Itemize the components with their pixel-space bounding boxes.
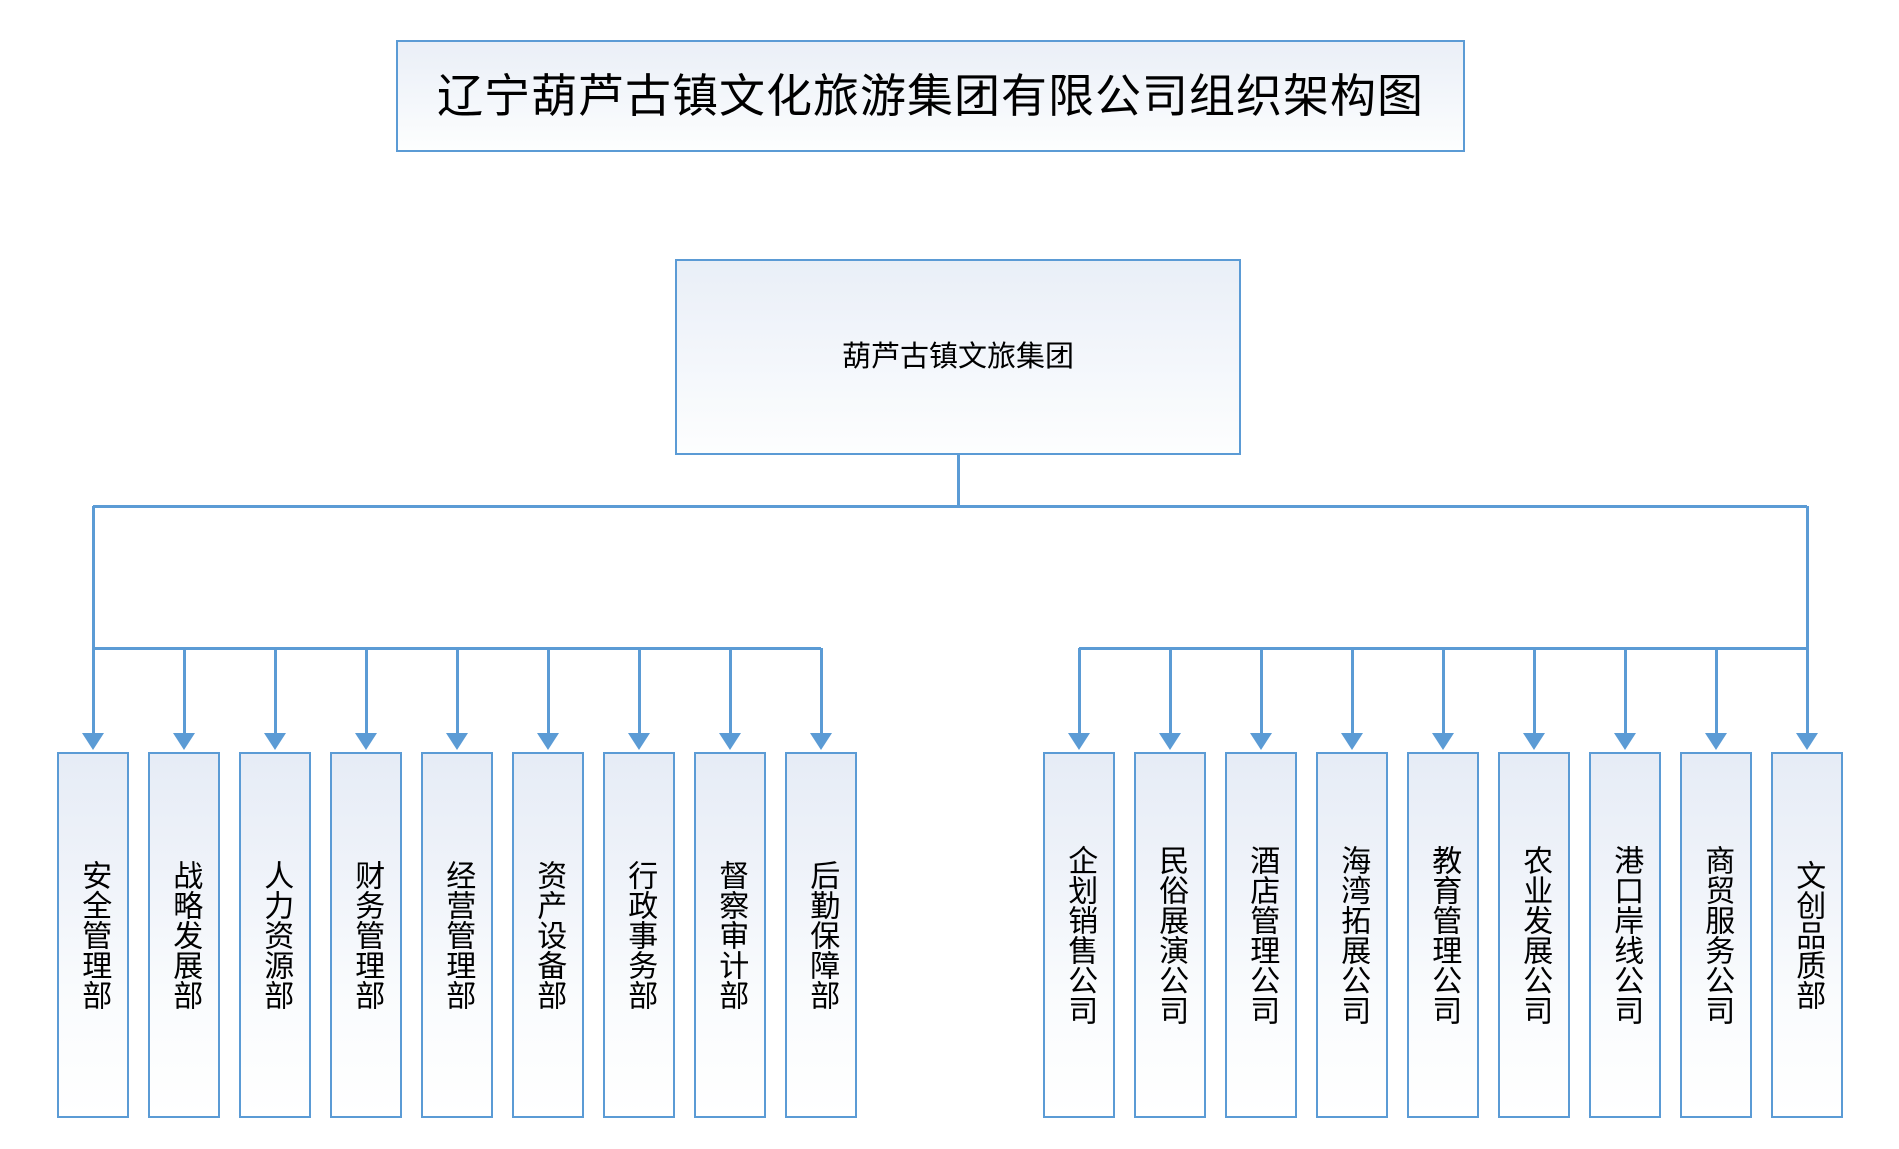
left-group-arrow-2 xyxy=(264,733,286,750)
left-group-arrow-4 xyxy=(446,733,468,750)
leaf-node-box[interactable]: 经营管理部 xyxy=(421,752,493,1118)
left-group-riser xyxy=(92,506,95,648)
leaf-node-label: 酒店管理公司 xyxy=(1245,845,1279,1025)
leaf-node-box[interactable]: 人力资源部 xyxy=(239,752,311,1118)
leaf-node-box[interactable]: 港口岸线公司 xyxy=(1589,752,1661,1118)
leaf-node-box[interactable]: 后勤保障部 xyxy=(785,752,857,1118)
leaf-node-label: 商贸服务公司 xyxy=(1700,845,1734,1025)
root-stem xyxy=(957,455,960,506)
left-group-arrow-7 xyxy=(719,733,741,750)
leaf-node-label: 督察审计部 xyxy=(714,860,748,1010)
right-group-drop-0 xyxy=(1078,648,1081,735)
leaf-node-box[interactable]: 财务管理部 xyxy=(330,752,402,1118)
leaf-node-label: 资产设备部 xyxy=(532,860,566,1010)
left-group-drop-7 xyxy=(729,648,732,735)
leaf-node-label: 民俗展演公司 xyxy=(1154,845,1188,1025)
left-group-arrow-1 xyxy=(173,733,195,750)
leaf-node-label: 行政事务部 xyxy=(623,860,657,1010)
right-group-arrow-7 xyxy=(1705,733,1727,750)
right-group-drop-6 xyxy=(1624,648,1627,735)
leaf-node-box[interactable]: 安全管理部 xyxy=(57,752,129,1118)
leaf-node-box[interactable]: 资产设备部 xyxy=(512,752,584,1118)
left-group-drop-6 xyxy=(638,648,641,735)
leaf-node-box[interactable]: 行政事务部 xyxy=(603,752,675,1118)
leaf-node-label: 安全管理部 xyxy=(77,860,111,1010)
right-group-arrow-1 xyxy=(1159,733,1181,750)
leaf-node-label: 后勤保障部 xyxy=(805,860,839,1010)
leaf-node-box[interactable]: 督察审计部 xyxy=(694,752,766,1118)
right-group-arrow-8 xyxy=(1796,733,1818,750)
leaf-node-label: 战略发展部 xyxy=(168,860,202,1010)
left-group-arrow-0 xyxy=(82,733,104,750)
leaf-node-box[interactable]: 企划销售公司 xyxy=(1043,752,1115,1118)
right-group-drop-2 xyxy=(1260,648,1263,735)
right-group-arrow-4 xyxy=(1432,733,1454,750)
leaf-node-box[interactable]: 文创品质部 xyxy=(1771,752,1843,1118)
leaf-node-label: 港口岸线公司 xyxy=(1609,845,1643,1025)
right-group-drop-5 xyxy=(1533,648,1536,735)
leaf-node-label: 财务管理部 xyxy=(350,860,384,1010)
left-group-drop-1 xyxy=(183,648,186,735)
leaf-node-box[interactable]: 商贸服务公司 xyxy=(1680,752,1752,1118)
left-group-drop-3 xyxy=(365,648,368,735)
leaf-node-label: 文创品质部 xyxy=(1791,860,1825,1010)
right-group-drop-1 xyxy=(1169,648,1172,735)
right-group-riser xyxy=(1806,506,1809,648)
left-group-drop-4 xyxy=(456,648,459,735)
left-group-drop-5 xyxy=(547,648,550,735)
right-group-arrow-2 xyxy=(1250,733,1272,750)
left-group-arrow-8 xyxy=(810,733,832,750)
main-bus xyxy=(93,505,1807,508)
leaf-node-box[interactable]: 酒店管理公司 xyxy=(1225,752,1297,1118)
right-group-drop-3 xyxy=(1351,648,1354,735)
root-node-label: 葫芦古镇文旅集团 xyxy=(841,340,1074,373)
left-group-drop-8 xyxy=(820,648,823,735)
right-group-drop-7 xyxy=(1715,648,1718,735)
right-group-drop-8 xyxy=(1806,648,1809,735)
root-node-box[interactable]: 葫芦古镇文旅集团 xyxy=(675,259,1241,455)
leaf-node-box[interactable]: 民俗展演公司 xyxy=(1134,752,1206,1118)
right-group-arrow-6 xyxy=(1614,733,1636,750)
leaf-node-box[interactable]: 教育管理公司 xyxy=(1407,752,1479,1118)
left-group-drop-2 xyxy=(274,648,277,735)
right-group-arrow-3 xyxy=(1341,733,1363,750)
leaf-node-box[interactable]: 战略发展部 xyxy=(148,752,220,1118)
leaf-node-label: 企划销售公司 xyxy=(1063,845,1097,1025)
leaf-node-label: 海湾拓展公司 xyxy=(1336,845,1370,1025)
left-group-arrow-6 xyxy=(628,733,650,750)
left-group-arrow-5 xyxy=(537,733,559,750)
chart-title-box: 辽宁葫芦古镇文化旅游集团有限公司组织架构图 xyxy=(396,40,1465,152)
leaf-node-label: 农业发展公司 xyxy=(1518,845,1552,1025)
left-group-drop-0 xyxy=(92,648,95,735)
leaf-node-label: 经营管理部 xyxy=(441,860,475,1010)
leaf-node-box[interactable]: 海湾拓展公司 xyxy=(1316,752,1388,1118)
left-group-arrow-3 xyxy=(355,733,377,750)
right-group-arrow-5 xyxy=(1523,733,1545,750)
leaf-node-label: 人力资源部 xyxy=(259,860,293,1010)
leaf-node-label: 教育管理公司 xyxy=(1427,845,1461,1025)
right-group-arrow-0 xyxy=(1068,733,1090,750)
leaf-node-box[interactable]: 农业发展公司 xyxy=(1498,752,1570,1118)
right-group-drop-4 xyxy=(1442,648,1445,735)
page-title: 辽宁葫芦古镇文化旅游集团有限公司组织架构图 xyxy=(437,69,1424,122)
